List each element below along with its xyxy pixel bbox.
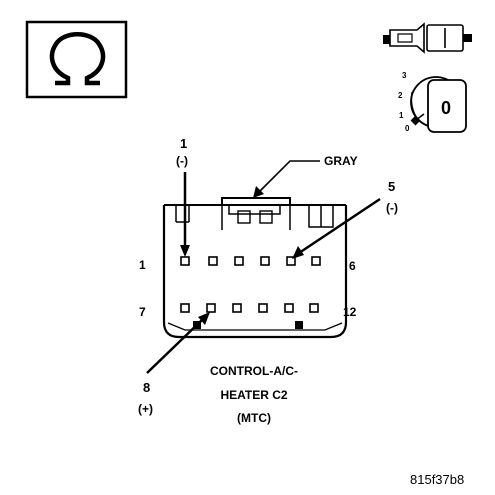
pin1-polarity: (-) xyxy=(176,154,188,168)
pin-cavity-9 xyxy=(232,303,242,313)
connector-name-line2: HEATER C2 xyxy=(220,388,287,402)
pin-row-2 xyxy=(180,303,319,313)
pin1-callout: 1 (-) xyxy=(176,136,190,257)
ignition-scale-0: 0 xyxy=(405,124,410,133)
key-position-label: 0 xyxy=(441,98,451,118)
connector-plug-icon xyxy=(383,22,472,54)
color-callout: GRAY xyxy=(253,154,358,198)
pin-cavity-7 xyxy=(180,303,190,313)
pin-cavity-4 xyxy=(260,256,270,266)
pin-cavity-6 xyxy=(311,256,321,266)
pin-row-1 xyxy=(180,256,321,266)
pin8-callout: 8 (+) xyxy=(138,312,210,416)
pin-cavity-12 xyxy=(309,303,319,313)
pin8-number: 8 xyxy=(143,380,150,395)
pin-cavity-1 xyxy=(180,256,190,266)
row1-right-label: 6 xyxy=(349,259,356,273)
pin-cavity-5 xyxy=(286,256,296,266)
pin-cavity-10 xyxy=(258,303,268,313)
pin-cavity-2 xyxy=(208,256,218,266)
pin5-callout: 5 (-) xyxy=(292,179,398,259)
connector-color-label: GRAY xyxy=(324,154,358,168)
pin5-number: 5 xyxy=(388,179,395,194)
ignition-scale-3: 3 xyxy=(402,71,407,80)
connector-body xyxy=(162,197,348,339)
pin-cavity-3 xyxy=(234,256,244,266)
ignition-scale-1: 1 xyxy=(399,111,404,120)
connector-name-line3: (MTC) xyxy=(237,411,271,425)
pin5-polarity: (-) xyxy=(386,201,398,215)
pin-cavity-11 xyxy=(284,303,294,313)
row2-left-label: 7 xyxy=(139,305,146,319)
connector-name-line1: CONTROL-A/C- xyxy=(210,364,298,378)
pin-cavity-8 xyxy=(206,303,216,313)
ignition-scale-2: 2 xyxy=(398,91,403,100)
row2-right-label: 12 xyxy=(343,305,357,319)
row1-left-label: 1 xyxy=(139,258,146,272)
pin8-polarity: (+) xyxy=(138,402,153,416)
ignition-key-icon: 3 2 1 0 0 xyxy=(398,71,467,133)
pin1-number: 1 xyxy=(180,136,187,151)
ohmmeter-icon xyxy=(25,20,128,99)
figure-id: 815f37b8 xyxy=(410,472,464,487)
